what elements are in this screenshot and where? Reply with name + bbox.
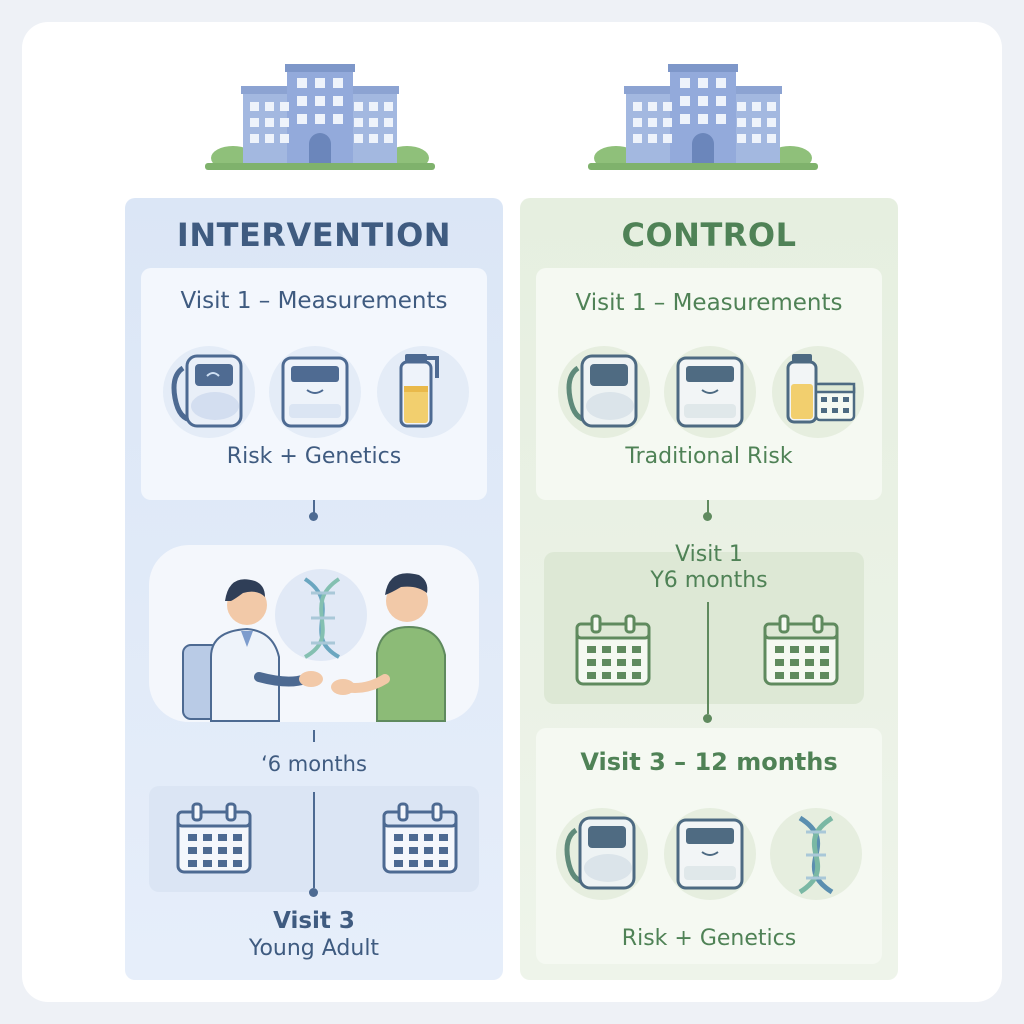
calendar-icon: [763, 614, 839, 686]
blood-pressure-cuff-icon: [558, 346, 650, 438]
calendar-icon: [382, 802, 458, 874]
control-visit3-caption: Risk + Genetics: [621, 926, 797, 951]
intervention-visit1-caption: Risk + Genetics: [226, 444, 402, 469]
intervention-visit3-title: Visit 3: [273, 908, 355, 934]
intervention-visit1-card: Visit 1 – Measurements: [141, 268, 487, 500]
scale-icon: [664, 808, 756, 900]
control-interval-title: Visit 1: [675, 542, 743, 567]
sample-bottle-icon: [772, 346, 864, 438]
control-visit1-card: Visit 1 – Measurements: [536, 268, 882, 500]
timeline-connector: [707, 602, 709, 714]
timeline-connector: [707, 500, 709, 516]
blood-pressure-cuff-icon: [163, 346, 255, 438]
sample-bottle-icon: [377, 346, 469, 438]
control-title: CONTROL: [621, 216, 797, 254]
intervention-title: INTERVENTION: [176, 216, 452, 254]
timeline-connector: [313, 730, 315, 742]
hospital-icon: [205, 64, 435, 170]
intervention-interval-label: ʻ6 months: [261, 752, 367, 776]
control-visit1-title: Visit 1 – Measurements: [575, 290, 843, 316]
control-visit3-title: Visit 3 – 12 months: [580, 748, 838, 776]
control-visit1-caption: Traditional Risk: [625, 444, 793, 469]
doctor-icon: [210, 579, 323, 722]
scale-icon: [664, 346, 756, 438]
control-interval-panel: [544, 552, 864, 704]
hospital-icon: [588, 64, 818, 170]
patient-icon: [331, 573, 446, 722]
timeline-dot: [309, 512, 318, 521]
timeline-dot: [309, 888, 318, 897]
control-interval-subtitle: Y6 months: [650, 568, 768, 593]
blood-pressure-cuff-icon: [556, 808, 648, 900]
calendar-icon: [575, 614, 651, 686]
timeline-dot: [703, 714, 712, 723]
calendar-icon: [814, 382, 856, 422]
scale-icon: [269, 346, 361, 438]
timeline-dot: [703, 512, 712, 521]
control-column: CONTROL Visit 1 – Measurements: [520, 198, 898, 980]
timeline-connector: [313, 500, 315, 516]
control-visit3-card: Visit 3 – 12 months: [536, 728, 882, 964]
calendar-icon: [176, 802, 252, 874]
intervention-visit3-subtitle: Young Adult: [248, 936, 380, 961]
intervention-visit1-title: Visit 1 – Measurements: [180, 288, 448, 314]
counseling-scene: [149, 545, 479, 722]
dna-icon: [303, 577, 341, 659]
timeline-connector: [313, 792, 315, 888]
dna-icon: [770, 808, 862, 900]
intervention-column: INTERVENTION Visit 1 – Measurements: [125, 198, 503, 980]
